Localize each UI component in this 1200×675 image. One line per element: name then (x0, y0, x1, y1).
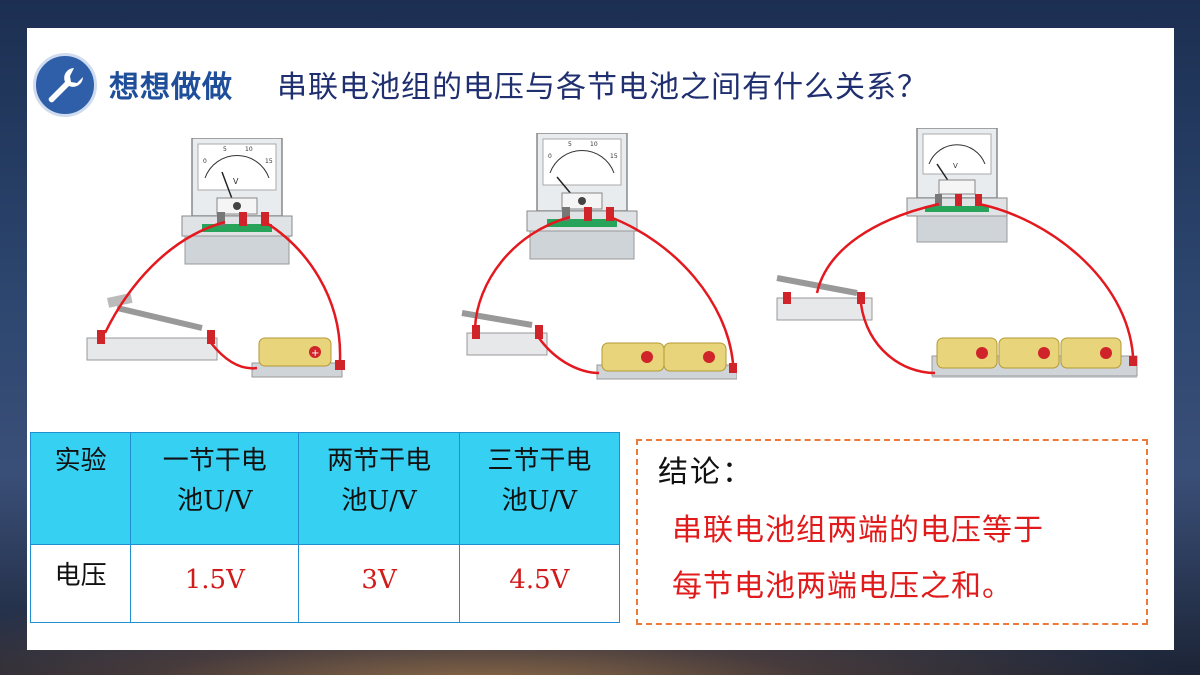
switch (776, 275, 873, 321)
svg-text:10: 10 (245, 146, 253, 153)
header-main: 实验 (54, 446, 107, 476)
svg-text:10: 10 (590, 141, 598, 148)
header-unit: 池U/V (501, 486, 578, 516)
table-row: 电压 1.5V 3V 4.5V (29, 544, 621, 623)
circuit-one-battery: 0 5 10 15 V + (86, 138, 345, 378)
header-main: 三节干电 (487, 446, 592, 476)
voltmeter: 0 5 10 15 V (181, 138, 293, 265)
conclusion-title: 结论： (658, 455, 754, 490)
svg-text:+: + (311, 348, 319, 359)
svg-text:V: V (953, 162, 958, 170)
svg-text:5: 5 (568, 141, 572, 148)
svg-text:15: 15 (265, 158, 273, 165)
header-question: 串联电池组的电压与各节电池之间有什么关系？ (277, 70, 928, 105)
conclusion-box: 结论： 串联电池组两端的电压等于 每节电池两端电压之和。 (636, 439, 1148, 625)
switch (86, 293, 218, 361)
svg-text:15: 15 (610, 153, 618, 160)
conclusion-text: 串联电池组两端的电压等于 每节电池两端电压之和。 (672, 503, 1132, 615)
battery-holder-2 (596, 342, 737, 380)
voltmeter: V (906, 128, 1008, 243)
voltage-table: 实验 一节干电 池U/V 两节干电 池U/V 三节干电 池U/V 电压 1.5V… (29, 432, 621, 623)
battery-holder-3 (931, 337, 1138, 378)
svg-text:0: 0 (203, 158, 207, 165)
table-header-cell: 一节干电 池U/V (130, 432, 300, 545)
header-main: 一节干电 (162, 446, 267, 476)
slide: 想想做做 串联电池组的电压与各节电池之间有什么关系？ 0 5 10 15 V (27, 28, 1174, 650)
header-unit: 池U/V (177, 486, 253, 516)
battery-holder-1: + (251, 337, 345, 378)
value-one-battery: 1.5V (130, 544, 300, 623)
table-header-cell: 两节干电 池U/V (298, 432, 460, 545)
conclusion-line-2: 每节电池两端电压之和。 (672, 569, 1013, 604)
switch (461, 310, 548, 356)
voltmeter: 0 5 10 15 (526, 133, 638, 260)
svg-text:V: V (233, 177, 239, 186)
row-label: 电压 (29, 544, 132, 623)
header-unit: 池U/V (341, 486, 417, 516)
svg-text:5: 5 (223, 146, 227, 153)
conclusion-line-1: 串联电池组两端的电压等于 (672, 513, 1044, 548)
header-label: 想想做做 (109, 70, 233, 105)
table-header-cell: 三节干电 池U/V (458, 432, 621, 545)
wrench-icon (33, 53, 97, 117)
circuit-three-batteries: V (776, 128, 1138, 378)
value-three-batteries: 4.5V (458, 544, 621, 623)
circuit-two-batteries: 0 5 10 15 (461, 133, 737, 380)
header-main: 两节干电 (327, 446, 432, 476)
table-header-cell: 实验 (29, 432, 132, 545)
table-header-row: 实验 一节干电 池U/V 两节干电 池U/V 三节干电 池U/V (29, 432, 621, 545)
value-two-batteries: 3V (298, 544, 460, 623)
svg-text:0: 0 (548, 153, 552, 160)
